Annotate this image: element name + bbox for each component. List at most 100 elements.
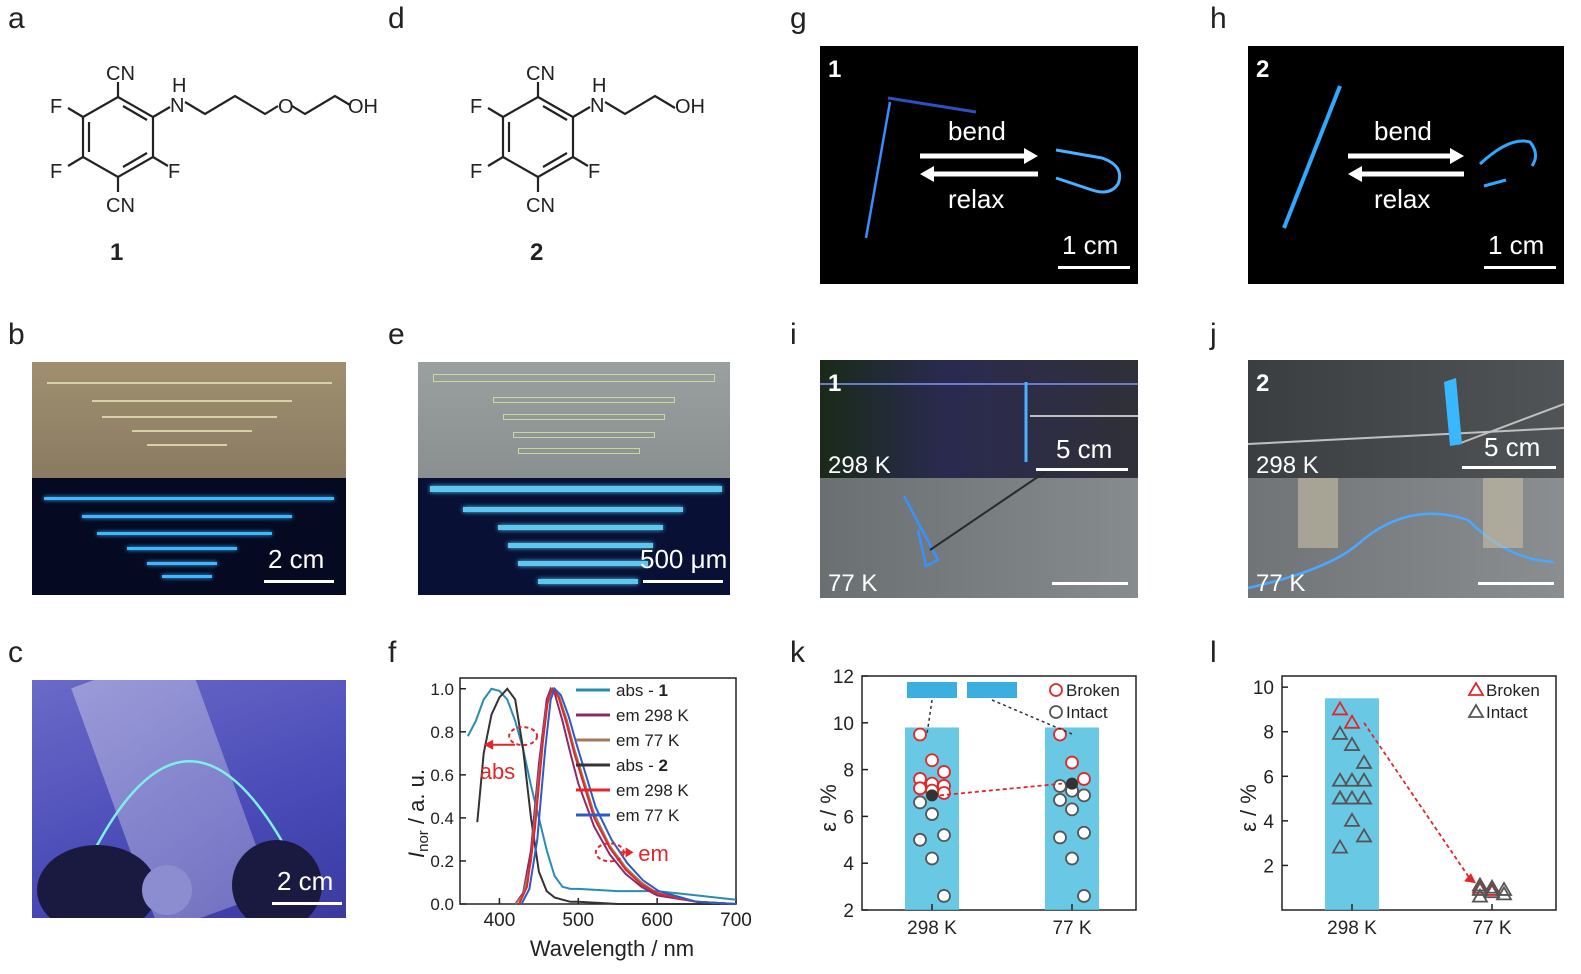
broken-point xyxy=(1065,755,1079,770)
oh-label: OH xyxy=(348,96,378,118)
temperature-298-label: 298 K xyxy=(1256,452,1319,479)
intact-point xyxy=(1053,779,1067,793)
photo-e-crystals: 500 μm xyxy=(418,362,730,595)
f-label-3: F xyxy=(168,161,180,183)
series-line xyxy=(467,687,737,901)
y-tick-label: 0.8 xyxy=(430,723,454,742)
scale-label: 5 cm xyxy=(1484,432,1541,462)
n-label: N xyxy=(170,95,184,117)
y-tick-label: 0.2 xyxy=(430,852,454,871)
intact-point xyxy=(1343,771,1361,787)
x-tick-label: 77 K xyxy=(1052,918,1091,939)
panel-letter-d: d xyxy=(388,2,405,35)
bend-label: bend xyxy=(948,116,1006,146)
y-tick-label: 4 xyxy=(843,854,854,875)
broken-point xyxy=(1343,714,1361,729)
x-tick-label: 500 xyxy=(562,910,594,931)
intact-point xyxy=(1343,736,1361,751)
intact-point xyxy=(1355,827,1373,843)
f-label-1: F xyxy=(470,96,482,118)
intact-point xyxy=(925,807,939,821)
y-tick-label: 2 xyxy=(843,901,854,922)
o-label: O xyxy=(278,96,294,118)
photo-c-bent-fiber: 2 cm xyxy=(32,680,346,918)
intact-point xyxy=(1077,889,1091,903)
chart-f-ylabel: Inor / a. u. xyxy=(404,769,432,858)
h-label: H xyxy=(172,75,186,97)
panel-letter-c: c xyxy=(8,636,23,669)
photo-b-fibers: 2 cm xyxy=(32,362,346,595)
broken-point xyxy=(1483,881,1501,896)
plot-frame xyxy=(861,675,1137,911)
series-line xyxy=(518,686,737,905)
n-label: N xyxy=(590,95,604,117)
intact-point xyxy=(913,795,927,810)
compound-tag: 1 xyxy=(828,56,842,83)
legend-intact-marker xyxy=(1049,705,1063,719)
broken-point xyxy=(1331,700,1349,716)
scale-label: 1 cm xyxy=(1488,230,1545,260)
cn-top-label: CN xyxy=(106,63,135,85)
temperature-298-label: 298 K xyxy=(828,452,891,479)
broken-point xyxy=(937,765,951,779)
intact-point xyxy=(1065,851,1079,866)
f-label-1: F xyxy=(50,96,62,118)
series-line xyxy=(476,687,736,905)
y-tick-label: 6 xyxy=(1263,767,1274,788)
cn-bottom-label: CN xyxy=(106,195,135,217)
pointer-line xyxy=(991,699,1073,735)
chart-k-ylabel: ε / % xyxy=(816,784,841,832)
x-tick-label: 700 xyxy=(720,910,752,931)
intact-point xyxy=(1483,878,1501,894)
mean-point xyxy=(1066,777,1078,790)
intact-point xyxy=(1077,825,1091,840)
oh-label: OH xyxy=(675,96,705,118)
abs-annotation: abs xyxy=(480,759,515,784)
scale-label: 500 μm xyxy=(640,544,728,574)
intact-point xyxy=(1355,789,1373,805)
em-arrowhead xyxy=(625,847,634,858)
y-tick-label: 0.0 xyxy=(430,895,454,914)
intact-point xyxy=(1331,725,1349,740)
intact-point xyxy=(1495,885,1513,901)
scale-bar xyxy=(264,580,334,583)
panel-letter-a: a xyxy=(8,2,25,35)
h-label: H xyxy=(592,75,606,97)
compound-2-label: 2 xyxy=(530,239,543,266)
scale-bar xyxy=(1058,266,1130,269)
relax-label: relax xyxy=(948,184,1005,214)
legend-label: em 298 K xyxy=(616,706,689,725)
intact-point xyxy=(1495,881,1513,896)
intact-point xyxy=(1483,883,1501,899)
trend-arrowhead xyxy=(1464,873,1476,884)
x-tick-label: 298 K xyxy=(1327,918,1377,939)
broken-point xyxy=(913,781,927,796)
y-tick-label: 0.6 xyxy=(430,766,454,785)
molecule-1-structure: CN CN H N O OH F F F 1 xyxy=(50,63,378,266)
broken-point xyxy=(913,727,927,742)
em-annotation: em xyxy=(638,841,669,866)
legend-broken-label: Broken xyxy=(1066,681,1120,700)
f-label-3: F xyxy=(588,161,600,183)
intact-point xyxy=(1053,793,1067,807)
broken-point xyxy=(925,753,939,768)
intact-point xyxy=(937,828,951,843)
y-tick-label: 10 xyxy=(833,714,854,735)
scale-bar-bottom xyxy=(1052,582,1128,585)
x-tick-label: 298 K xyxy=(907,918,957,939)
y-tick-label: 2 xyxy=(1263,856,1274,877)
intact-point xyxy=(1331,838,1349,854)
legend-label: em 77 K xyxy=(616,806,680,825)
scale-bar xyxy=(1462,466,1556,469)
compound-tag: 2 xyxy=(1256,370,1270,397)
intact-point xyxy=(913,832,927,847)
panel-letter-i: i xyxy=(790,318,797,351)
y-tick-label: 1.0 xyxy=(430,680,454,699)
intact-point xyxy=(1077,788,1091,803)
x-tick-label: 77 K xyxy=(1472,918,1511,939)
panel-letter-b: b xyxy=(8,318,25,351)
y-tick-label: 4 xyxy=(1263,812,1274,833)
f-label-2: F xyxy=(470,161,482,183)
panel-letter-j: j xyxy=(1210,318,1217,351)
